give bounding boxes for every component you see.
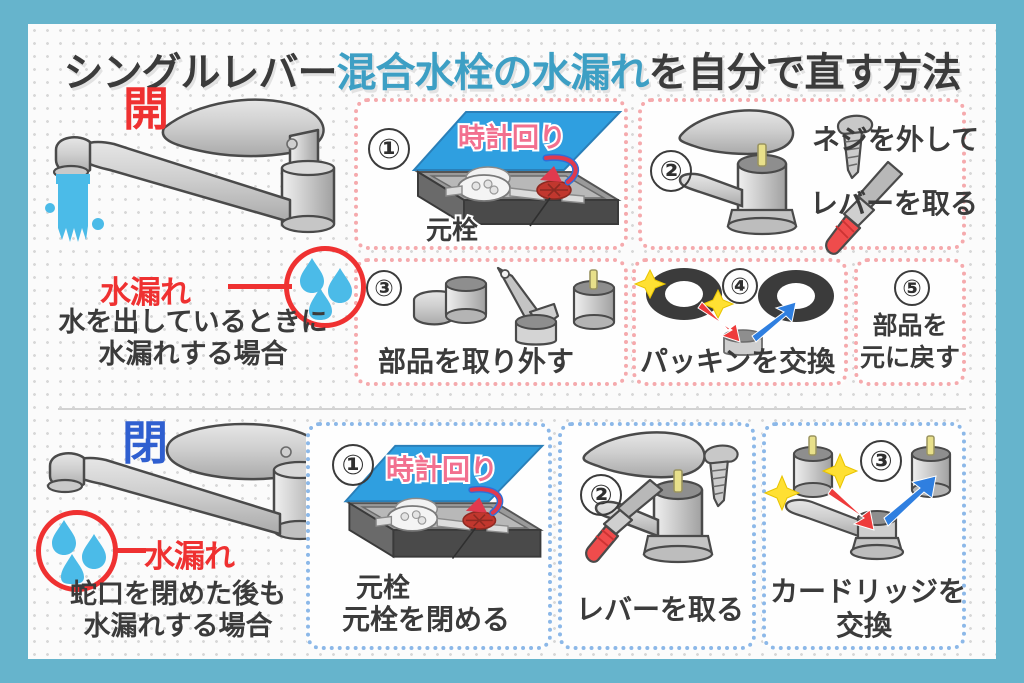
caption-open-2-line2: レバーを取る <box>810 188 979 219</box>
leak-leader-line-open <box>228 284 292 289</box>
hero-caption-closed-line1: 蛇口を閉めた後も <box>70 579 286 609</box>
faucet-closed-illustration <box>46 422 328 541</box>
screw-icon-closed <box>703 444 739 508</box>
poster-canvas: シングルレバー混合水栓の水漏れを自分で直す方法 開 <box>28 24 996 659</box>
step-number-closed-3: ③ <box>860 440 902 482</box>
hero-caption-open: 水を出しているときに 水漏れする場合 <box>28 307 358 371</box>
part-label-open-1: 元栓 <box>424 213 480 247</box>
hero-caption-open-line1: 水を出しているときに <box>58 307 328 337</box>
leak-label-open: 水漏れ <box>100 275 191 310</box>
caption-closed-1: 元栓を閉める <box>342 604 511 635</box>
caption-open-3: 部品を取り外す <box>378 346 575 377</box>
leak-highlight-circle-closed <box>36 510 118 592</box>
panel-closed-step-2[interactable]: ② <box>558 422 756 650</box>
panel-open-step-4[interactable]: ④ パッキンを交換 <box>632 258 848 386</box>
title-part-2-accent: 混合水栓の水漏れ <box>336 51 650 95</box>
faucet-lever-removal-open <box>678 109 798 236</box>
step-number-closed-2: ② <box>580 474 622 516</box>
panel-open-step-3[interactable]: ③ 部品を取り外す <box>354 258 628 386</box>
caption-open-2-line1: ネジを外して <box>812 124 980 155</box>
parts-removal-illustration <box>412 266 616 346</box>
panel-closed-step-3[interactable]: ③ <box>762 422 966 650</box>
caption-open-4: パッキンを交換 <box>640 346 836 377</box>
faucet-open-illustration <box>45 98 336 242</box>
leak-leader-line-closed <box>116 548 146 553</box>
caption-closed-2: レバーを取る <box>576 594 745 625</box>
caption-open-5-line2: 元に戻す <box>859 344 960 372</box>
lever-removal-closed-illustration <box>582 431 714 564</box>
packing-replacement-illustration <box>633 268 834 356</box>
hero-caption-closed-line2: 水漏れする場合 <box>83 610 273 641</box>
caption-closed-3-line1: カードリッジを <box>770 576 967 607</box>
rotate-label-open-1: 時計回り <box>456 121 568 155</box>
panel-open-step-2[interactable]: ② <box>638 98 979 255</box>
caption-closed-3-line2: 交換 <box>835 610 892 641</box>
cartridge-replacement-illustration <box>763 435 952 561</box>
hero-caption-closed: 蛇口を閉めた後も 水漏れする場合 <box>28 579 328 643</box>
panel-open-step-5[interactable]: ⑤ 部品を 元に戻す <box>854 258 966 386</box>
water-meter-box-closed <box>343 444 545 560</box>
caption-open-5-line1: 部品を <box>872 312 948 340</box>
title-part-1: シングルレバー <box>63 51 338 95</box>
leak-label-closed: 水漏れ <box>144 539 235 574</box>
step-number-open-4: ④ <box>722 268 758 304</box>
hero-caption-open-line2: 水漏れする場合 <box>98 338 288 369</box>
rotate-label-closed-1: 時計回り <box>384 452 500 487</box>
panel-closed-step-1[interactable]: ① 時計回り <box>306 422 552 650</box>
step-number-open-5: ⑤ <box>894 270 930 306</box>
page-title: シングルレバー混合水栓の水漏れを自分で直す方法 <box>28 40 996 98</box>
step-number-open-2: ② <box>650 150 692 192</box>
screwdriver-icon-open <box>825 160 904 255</box>
water-meter-box-open <box>411 111 623 227</box>
section-divider <box>58 408 966 410</box>
state-label-closed: 閉 <box>122 417 168 469</box>
title-part-3: を自分で直す方法 <box>648 51 962 95</box>
part-label-closed-1: 元栓 <box>354 571 412 605</box>
panel-open-step-1[interactable]: ① <box>354 98 628 250</box>
step-number-closed-1: ① <box>332 444 374 486</box>
state-label-open: 開 <box>123 83 169 135</box>
step-number-open-1: ① <box>368 128 410 170</box>
screw-icon-open <box>836 114 874 180</box>
step-number-open-3: ③ <box>366 270 402 306</box>
